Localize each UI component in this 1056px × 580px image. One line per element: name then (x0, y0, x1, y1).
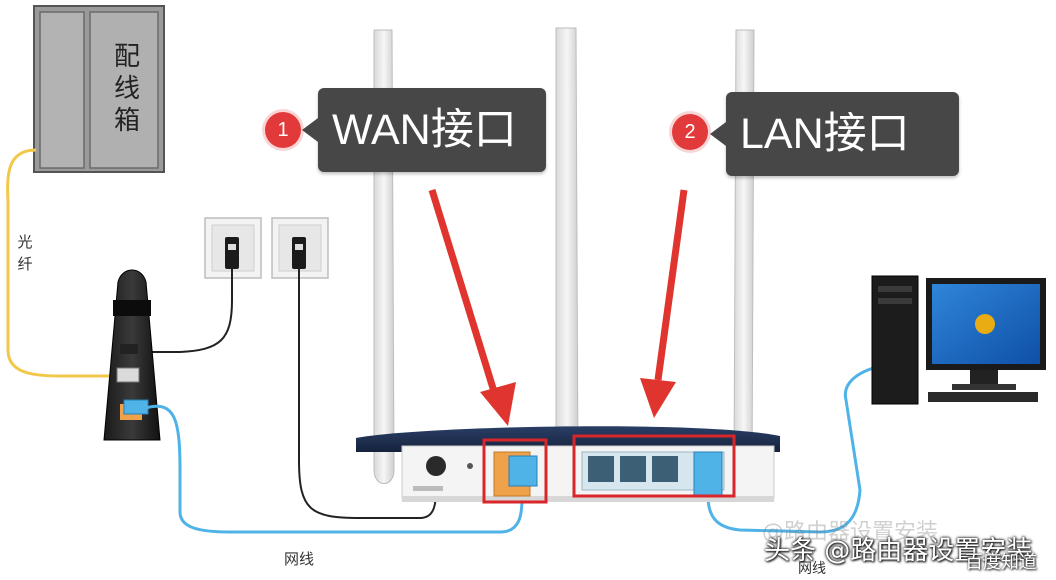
watermark-corner: 百度知道 (965, 552, 1037, 573)
fiber-cable (6, 148, 120, 378)
callout-number-1: 1 (265, 112, 301, 148)
watermark: 头条 @路由器设置安装 (764, 536, 1033, 566)
router-body (356, 426, 780, 502)
wan-port-highlight (482, 438, 548, 504)
ethernet-cable-lan (706, 362, 891, 534)
cable-label-right: 网线 (798, 560, 826, 576)
optical-modem (103, 269, 161, 441)
callout-lan: LAN接口 (710, 92, 959, 176)
distribution-box-label: 配线箱 (113, 41, 140, 135)
power-cord-onu (150, 269, 233, 353)
desktop-computer (871, 275, 1046, 405)
lan-port-highlight (572, 434, 736, 498)
ethernet-cable-wan (145, 404, 524, 534)
callout-wan: WAN接口 (302, 88, 546, 172)
fiber-label: 光纤 (17, 234, 33, 273)
distribution-box (33, 5, 165, 173)
callout-number-2: 2 (672, 114, 708, 150)
wan-arrow (428, 188, 516, 426)
cable-label-left: 网线 (284, 551, 315, 568)
power-cord-router (298, 269, 437, 519)
watermark-ghost: @路由器设置安装 (762, 520, 939, 545)
lan-arrow (640, 189, 688, 418)
